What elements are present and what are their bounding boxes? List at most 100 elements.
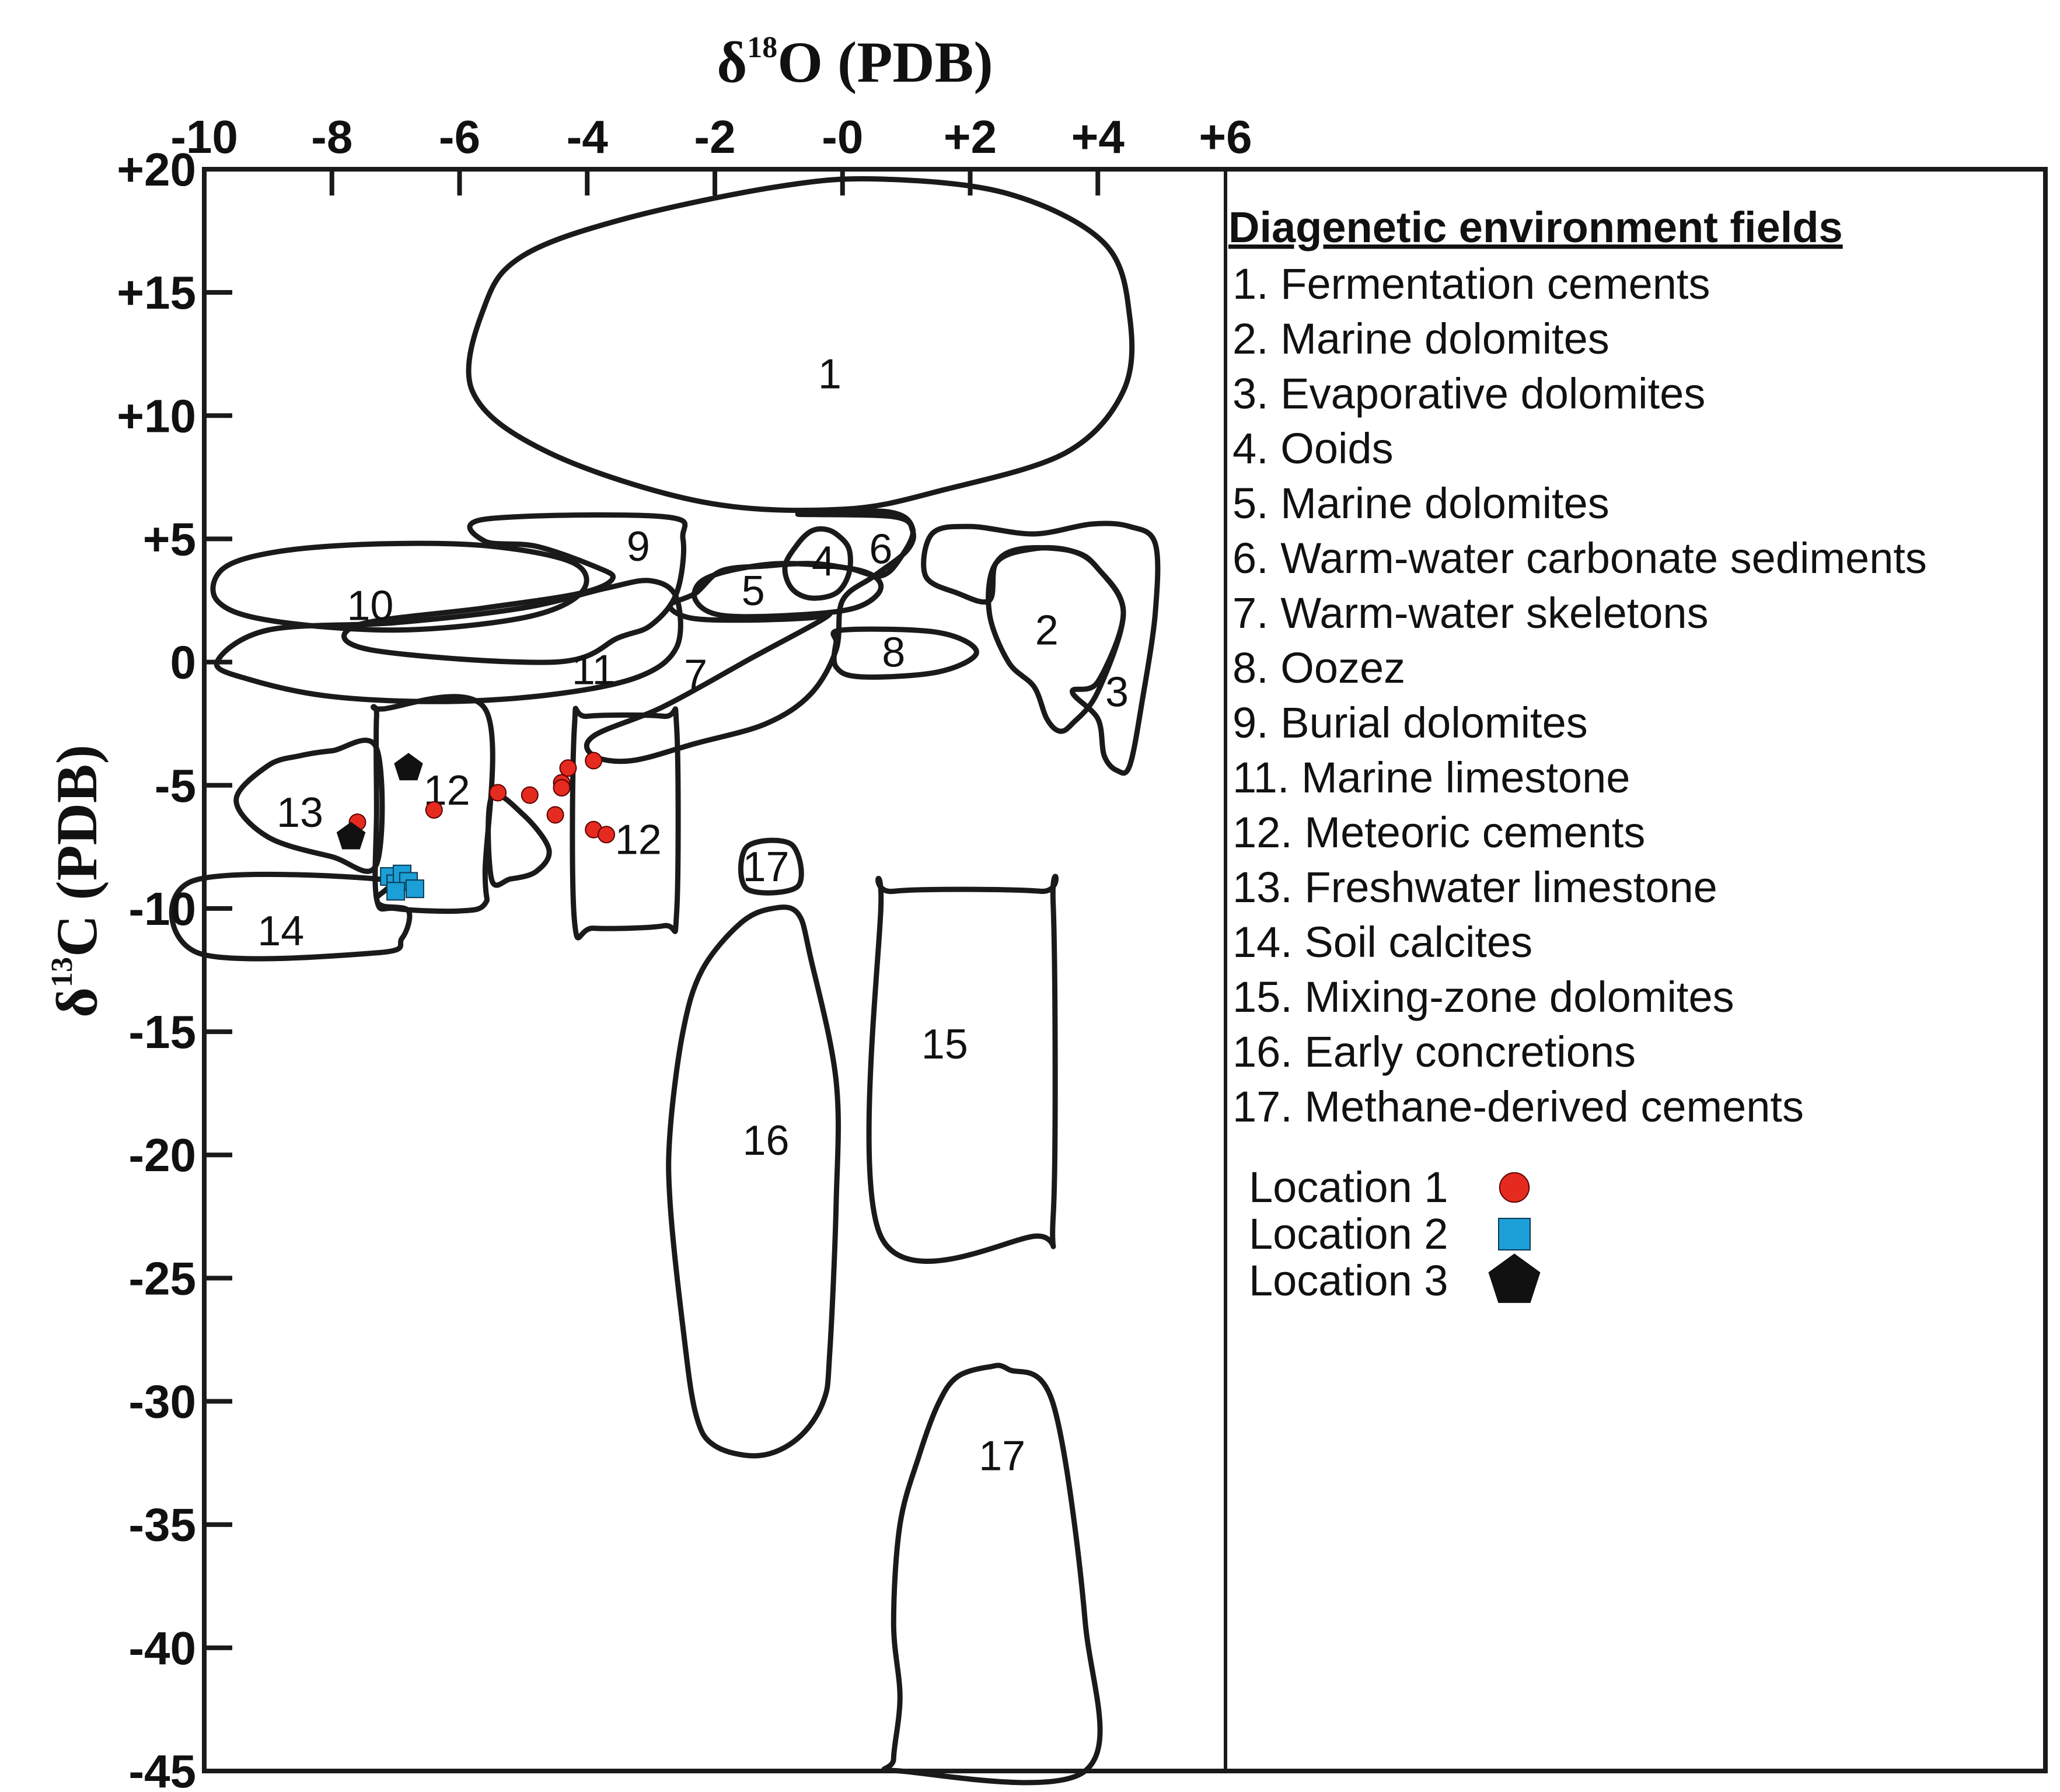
x-axis-title: δ18O (PDB): [717, 30, 993, 95]
x-axis-title-rest: O (PDB): [777, 30, 993, 95]
field-label-9: 9: [627, 523, 650, 570]
field-label-5: 5: [742, 568, 765, 614]
y-axis-title-sup: 13: [46, 957, 79, 987]
legend-field-item: 15. Mixing-zone dolomites: [1232, 973, 1734, 1021]
field-label-1: 1: [818, 351, 842, 398]
field-outline-13b: [486, 792, 552, 888]
legend-field-item: 17. Methane-derived cements: [1232, 1082, 1804, 1131]
y-axis-title-rest: C (PDB): [44, 745, 109, 957]
plot-frame: [202, 167, 2048, 1773]
field-outline-17b: [738, 837, 804, 896]
point-location-2: [386, 882, 406, 901]
data-points: [336, 752, 616, 901]
point-location-1: [585, 752, 603, 770]
field-label-10: 10: [347, 582, 393, 629]
legend-series-marker: [1488, 1253, 1541, 1303]
field-label-15: 15: [921, 1021, 968, 1068]
point-location-1: [425, 801, 443, 819]
legend-field-item: 7. Warm-water skeletons: [1232, 589, 1709, 637]
point-location-1: [598, 826, 616, 844]
y-tick-label: -35: [128, 1499, 196, 1551]
y-tick-label: -10: [128, 883, 196, 935]
y-tick-label: 0: [170, 637, 197, 689]
x-axis-title-main: δ: [717, 30, 747, 95]
svg-text:δ13C (PDB): δ13C (PDB): [44, 745, 109, 1018]
legend-field-item: 6. Warm-water carbonate sediments: [1232, 534, 1927, 582]
legend-series-marker: [1499, 1172, 1530, 1203]
y-tick-label: -15: [128, 1006, 196, 1058]
field-outline-3: [921, 521, 1161, 776]
svg-text:δ18O (PDB): δ18O (PDB): [717, 30, 993, 95]
x-tick-label: +6: [1199, 111, 1252, 163]
field-label-17: 17: [979, 1433, 1025, 1479]
y-tick-label: +10: [117, 390, 196, 442]
field-label-4: 4: [812, 538, 835, 585]
legend: Diagenetic environment fields 1. Ferment…: [1228, 203, 1927, 1305]
y-tick-label: +20: [117, 144, 196, 195]
point-location-1: [559, 759, 577, 777]
legend-field-item: 4. Ooids: [1232, 424, 1394, 473]
field-outline-17: [881, 1363, 1103, 1786]
field-label-7: 7: [684, 652, 707, 698]
legend-field-item: 3. Evaporative dolomites: [1232, 369, 1705, 418]
legend-field-item: 12. Meteoric cements: [1232, 808, 1645, 857]
y-tick-label: -45: [128, 1745, 196, 1792]
legend-field-item: 11. Marine limestone: [1232, 753, 1630, 802]
y-axis-title-main: δ: [44, 987, 109, 1018]
y-axis-title: δ13C (PDB): [44, 745, 109, 1018]
y-tick-label: -30: [128, 1376, 196, 1428]
point-location-1: [553, 778, 571, 797]
y-tick-label: -40: [128, 1622, 196, 1674]
legend-title: Diagenetic environment fields: [1228, 203, 1843, 251]
field-outline-4: [782, 526, 853, 601]
legend-field-item: 9. Burial dolomites: [1232, 698, 1588, 747]
legend-field-item: 1. Fermentation cements: [1232, 260, 1710, 308]
legend-field-list: 1. Fermentation cements 2. Marine dolomit…: [1232, 260, 1927, 1131]
x-tick-label: -0: [822, 111, 863, 163]
field-label-11: 11: [572, 647, 616, 693]
y-tick-label: -20: [128, 1129, 196, 1181]
field-outline-9: [341, 512, 688, 665]
y-tick-label: -5: [155, 760, 196, 812]
point-location-1: [521, 786, 539, 804]
legend-field-item: 13. Freshwater limestone: [1232, 863, 1717, 911]
x-tick-label: +4: [1071, 111, 1125, 163]
point-location-2: [405, 879, 424, 899]
x-axis-ticks: -10-8-6-4-2-0+2+4+6: [170, 111, 1252, 195]
field-outline-11: [214, 578, 683, 704]
legend-series-label: Location 1: [1249, 1163, 1448, 1211]
field-outline-1: [466, 176, 1135, 514]
legend-series-label: Location 3: [1249, 1256, 1448, 1305]
point-location-1: [546, 806, 564, 824]
field-outline-12b: [570, 705, 681, 941]
field-outline-6: [584, 508, 916, 764]
legend-field-item: 16. Early concretions: [1232, 1028, 1636, 1076]
field-label-12b: 12: [615, 817, 662, 864]
field-outline-14: [169, 871, 413, 962]
point-location-3: [394, 753, 423, 781]
field-outline-15: [866, 874, 1059, 1264]
legend-field-item: 14. Soil calcites: [1232, 918, 1532, 966]
x-tick-label: -4: [567, 111, 609, 163]
field-outline-10: [210, 540, 589, 633]
field-outline-16: [666, 904, 841, 1459]
field-label-8: 8: [882, 630, 905, 676]
legend-field-item: 2. Marine dolomites: [1232, 315, 1609, 363]
point-location-1: [489, 784, 507, 802]
point-location-3: [336, 822, 366, 850]
y-tick-label: -25: [128, 1252, 196, 1304]
field-label-16: 16: [742, 1117, 789, 1164]
x-tick-label: -2: [694, 111, 735, 163]
field-outlines: [169, 176, 1161, 1786]
field-label-3: 3: [1105, 669, 1129, 715]
field-label-14: 14: [257, 908, 304, 955]
field-outline-12: [371, 694, 495, 914]
field-label-13: 13: [277, 790, 323, 836]
field-label-2: 2: [1035, 607, 1059, 654]
field-outline-8: [830, 626, 979, 680]
legend-field-item: 5. Marine dolomites: [1232, 479, 1609, 528]
legend-series-marker: [1498, 1218, 1531, 1250]
